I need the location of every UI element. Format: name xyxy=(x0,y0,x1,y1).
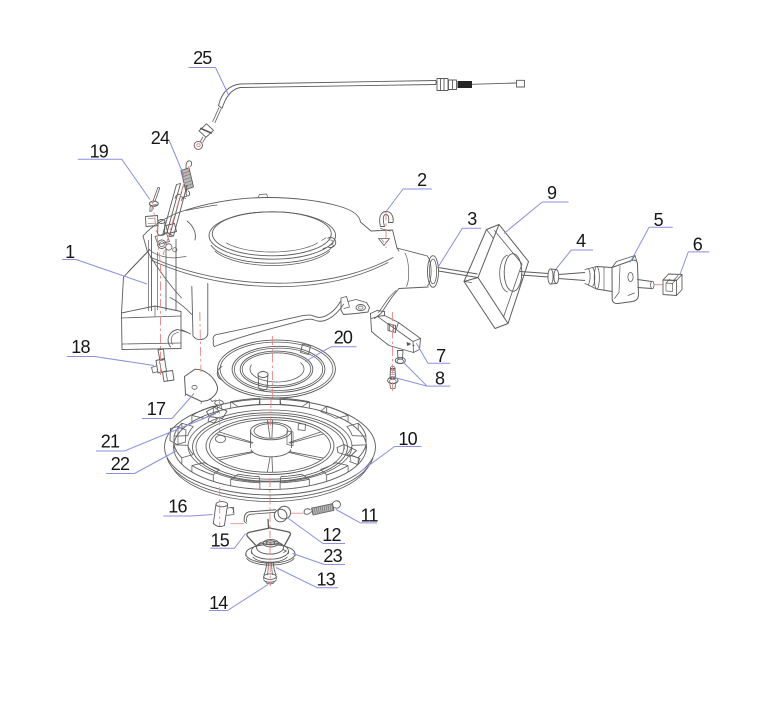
svg-text:20: 20 xyxy=(334,328,353,348)
svg-text:18: 18 xyxy=(71,337,90,357)
svg-text:9: 9 xyxy=(547,183,557,203)
svg-text:25: 25 xyxy=(193,48,212,68)
svg-text:19: 19 xyxy=(90,142,109,162)
svg-text:10: 10 xyxy=(398,429,417,449)
svg-text:16: 16 xyxy=(168,497,187,517)
svg-text:7: 7 xyxy=(436,346,446,366)
svg-text:22: 22 xyxy=(111,454,130,474)
svg-text:6: 6 xyxy=(693,235,703,255)
svg-text:24: 24 xyxy=(151,128,170,148)
svg-text:1: 1 xyxy=(65,242,75,262)
svg-text:17: 17 xyxy=(147,399,166,419)
svg-text:13: 13 xyxy=(316,570,335,590)
svg-text:14: 14 xyxy=(209,593,228,613)
svg-text:4: 4 xyxy=(576,231,586,251)
svg-text:5: 5 xyxy=(654,210,664,230)
svg-text:2: 2 xyxy=(417,170,427,190)
svg-text:3: 3 xyxy=(467,209,477,229)
svg-text:23: 23 xyxy=(323,546,342,566)
svg-text:8: 8 xyxy=(435,369,445,389)
svg-text:12: 12 xyxy=(322,525,341,545)
svg-text:21: 21 xyxy=(101,432,120,452)
svg-text:15: 15 xyxy=(211,531,230,551)
svg-text:11: 11 xyxy=(361,506,379,526)
